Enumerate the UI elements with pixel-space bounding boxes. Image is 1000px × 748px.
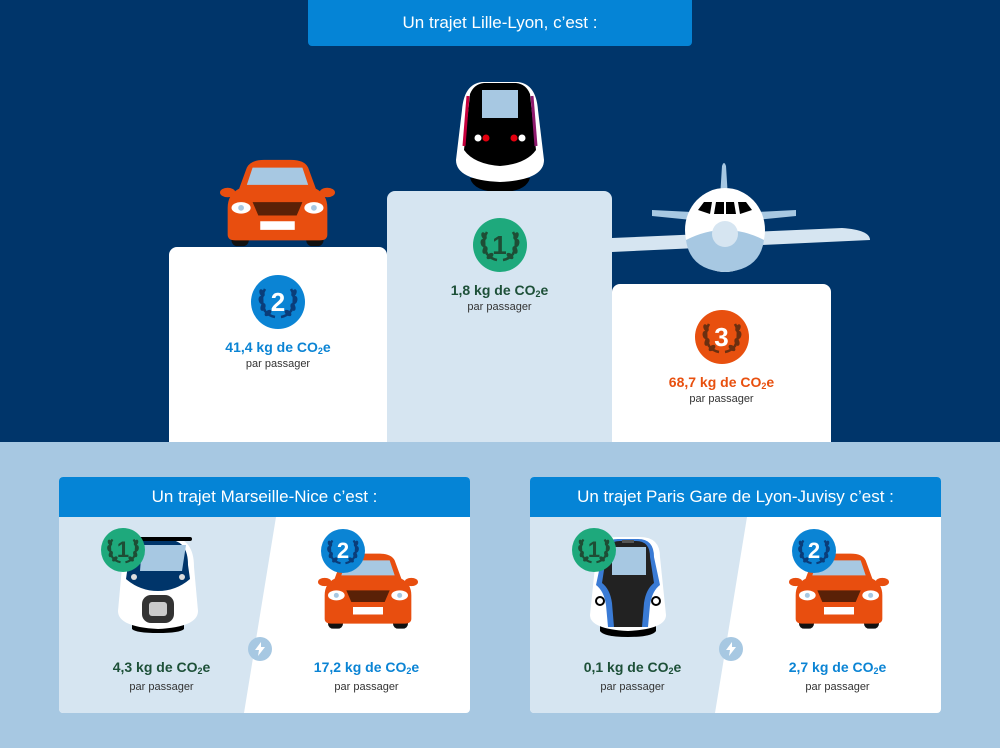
card-body: 1 0,1 kg de CO2e par passager 2 2,7 kg d…: [530, 517, 941, 713]
page-title: Un trajet Lille-Lyon, c’est :: [308, 0, 692, 46]
card-item-car: 2 2,7 kg de CO2e par passager: [735, 517, 940, 713]
per-passenger-label: par passager: [600, 681, 665, 693]
co2-subscript: 2: [197, 666, 203, 676]
bronze-medal-icon: 3: [694, 310, 749, 364]
lightning-bolt-icon: [719, 637, 743, 661]
silver-medal-icon: 2: [792, 529, 836, 573]
co2-value-text: 41,4 kg de CO: [225, 339, 318, 355]
co2-subscript: 2: [668, 666, 674, 676]
co2-value-text: 68,7 kg de CO: [668, 374, 762, 390]
co2-value: 1,8 kg de CO2e: [387, 282, 612, 299]
rank-number: 1: [587, 537, 601, 562]
gold-medal-icon: 1: [572, 528, 616, 572]
rank-number: 1: [492, 229, 507, 260]
rank-number: 2: [336, 538, 350, 563]
co2-value-text: 2,7 kg de CO: [788, 659, 874, 675]
podium-second-place: 2 41,4 kg de CO2e par passager: [169, 247, 387, 442]
co2-subscript: 2: [317, 346, 323, 356]
podium-first-place: 1 1,8 kg de CO2e par passager: [387, 191, 612, 442]
per-passenger-label: par passager: [689, 393, 754, 405]
silver-medal-icon: 2: [321, 529, 365, 573]
co2-value: 68,7 kg de CO2e: [612, 374, 831, 391]
per-passenger-label: par passager: [129, 681, 194, 693]
card-item-rer: 1 0,1 kg de CO2e par passager: [530, 517, 735, 713]
co2-suffix: e: [322, 339, 331, 355]
co2-value: 0,1 kg de CO2e: [530, 659, 735, 676]
per-passenger-label: par passager: [467, 301, 532, 313]
co2-suffix: e: [673, 659, 682, 675]
comparison-card-paris-juvisy: Un trajet Paris Gare de Lyon-Juvisy c’es…: [530, 477, 941, 713]
card-title: Un trajet Paris Gare de Lyon-Juvisy c’es…: [530, 477, 941, 517]
rank-number: 3: [714, 321, 729, 352]
co2-subscript: 2: [873, 666, 879, 676]
gold-medal-icon: 1: [472, 218, 527, 272]
tgv-train-icon: [456, 82, 544, 192]
airplane-icon: [612, 163, 870, 272]
co2-value-text: 1,8 kg de CO: [450, 282, 536, 298]
co2-subscript: 2: [535, 289, 541, 299]
co2-value: 4,3 kg de CO2e: [59, 659, 264, 676]
co2-suffix: e: [411, 659, 420, 675]
co2-suffix: e: [202, 659, 211, 675]
podium-third-place: 3 68,7 kg de CO2e par passager: [612, 284, 831, 442]
per-passenger-label: par passager: [245, 358, 311, 370]
card-item-car: 2 17,2 kg de CO2e par passager: [264, 517, 469, 713]
gold-medal-icon: 1: [101, 528, 145, 572]
co2-value-text: 0,1 kg de CO: [583, 659, 669, 675]
car-icon: [220, 159, 335, 247]
rank-number: 2: [270, 286, 286, 317]
co2-subscript: 2: [406, 666, 412, 676]
co2-value-text: 17,2 kg de CO: [313, 659, 407, 675]
lightning-bolt-icon: [248, 637, 272, 661]
per-passenger-label: par passager: [805, 681, 870, 693]
co2-subscript: 2: [761, 381, 767, 391]
card-title: Un trajet Marseille-Nice c’est :: [59, 477, 470, 517]
comparison-card-marseille-nice: Un trajet Marseille-Nice c’est : 1 4,3 k…: [59, 477, 470, 713]
per-passenger-label: par passager: [334, 681, 399, 693]
co2-suffix: e: [540, 282, 549, 298]
card-body: 1 4,3 kg de CO2e par passager 2 17,2 kg …: [59, 517, 470, 713]
silver-medal-icon: 2: [251, 275, 305, 329]
co2-value: 41,4 kg de CO2e: [169, 339, 387, 356]
co2-value: 17,2 kg de CO2e: [264, 659, 469, 676]
card-item-train: 1 4,3 kg de CO2e par passager: [59, 517, 264, 713]
rank-number: 1: [116, 537, 130, 562]
co2-value: 2,7 kg de CO2e: [735, 659, 940, 676]
co2-value-text: 4,3 kg de CO: [112, 659, 198, 675]
rank-number: 2: [807, 538, 821, 563]
co2-suffix: e: [878, 659, 887, 675]
co2-suffix: e: [766, 374, 775, 390]
